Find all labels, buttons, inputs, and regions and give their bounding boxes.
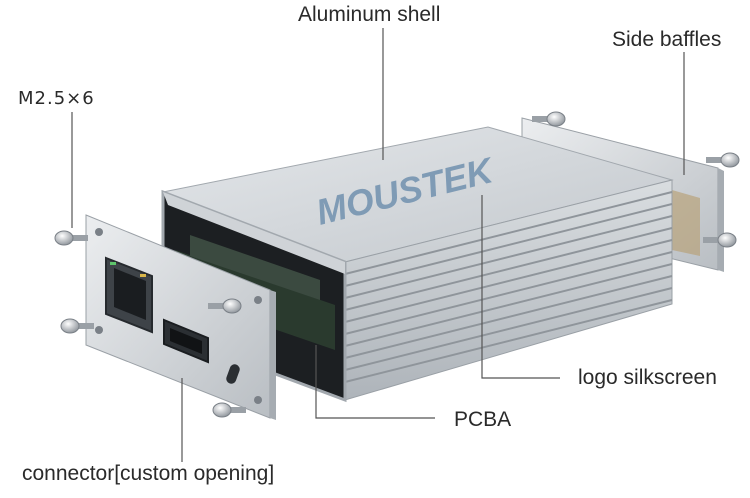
- cooling-fins: [344, 191, 673, 383]
- screw-icon: [54, 111, 740, 418]
- usb-c-port-icon: [226, 364, 240, 384]
- label-screw-spec: M2.5×6: [18, 88, 95, 109]
- label-pcba: PCBA: [454, 408, 512, 431]
- front-connector-plate: [85, 214, 276, 420]
- label-logo-silkscreen: logo silkscreen: [578, 366, 717, 389]
- hdmi-port-icon: [163, 318, 209, 364]
- leader-logo: [481, 195, 560, 379]
- label-aluminum-shell: Aluminum shell: [298, 3, 441, 26]
- leader-pcba: [315, 345, 435, 419]
- leader-lines: [71, 28, 685, 462]
- label-side-baffles: Side baffles: [612, 28, 722, 51]
- rj45-port-icon: [105, 256, 153, 334]
- label-connector: connector[custom opening]: [22, 462, 275, 485]
